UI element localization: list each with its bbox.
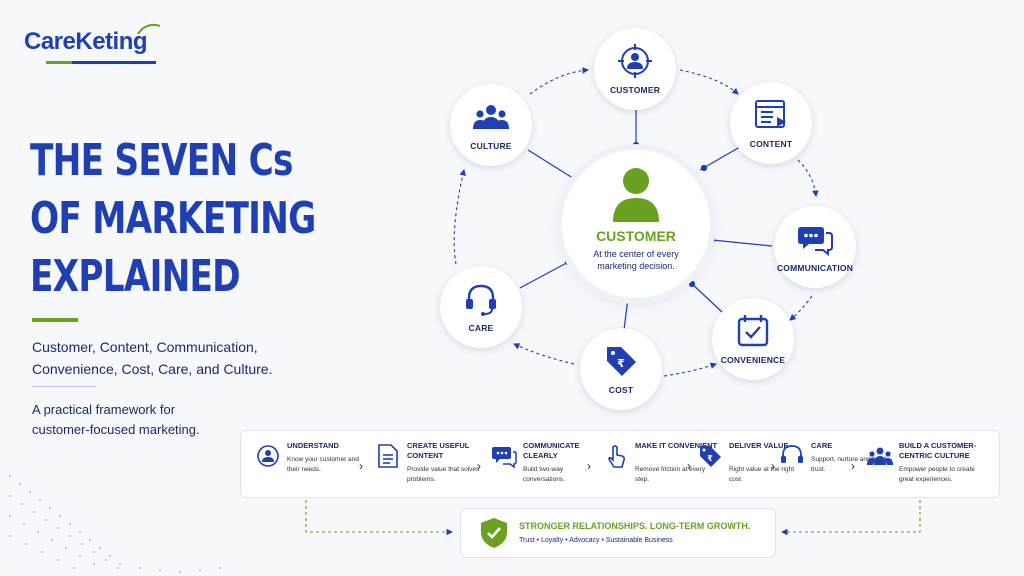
headset-icon [466, 284, 496, 316]
node-label: CONTENT [749, 139, 793, 149]
chevron-right-icon: › [587, 459, 591, 473]
person-icon [613, 168, 659, 222]
rupee-tag-icon: ₹ [700, 446, 721, 467]
svg-text:₹: ₹ [707, 454, 713, 463]
step-care: CARE Support, nurture and build trust. [779, 441, 886, 491]
step-description: Remove friction at every step. [635, 466, 706, 483]
headset-icon [781, 445, 803, 463]
node-care[interactable]: CARE [440, 266, 522, 348]
center-customer: CUSTOMER At the center of every marketin… [562, 150, 710, 298]
result-box: STRONGER RELATIONSHIPS. LONG-TERM GROWTH… [460, 508, 776, 558]
chevron-right-icon: › [477, 459, 481, 473]
accent-bar [32, 318, 78, 322]
steps-strip: UNDERSTAND Know your customer and their … [240, 430, 1000, 498]
tagline: A practical framework for customer-focus… [32, 402, 200, 437]
node-label: COMMUNICATION [776, 263, 854, 273]
result-subtitle: Trust • Loyalty • Advocacy • Sustainable… [519, 537, 673, 544]
step-description: Provide value that solves problems. [407, 466, 480, 483]
chevron-right-icon: › [687, 459, 691, 473]
node-label: CUSTOMER [609, 85, 661, 95]
step-culture: BUILD A CUSTOMER-CENTRIC CULTURE Empower… [867, 441, 995, 491]
node-customer[interactable]: CUSTOMER [594, 28, 676, 110]
chat-bubbles-icon [798, 227, 833, 257]
divider [32, 386, 96, 387]
chat-bubbles-icon [492, 447, 517, 469]
title-line: OF MARKETING [30, 193, 316, 244]
step-description: Empower people to create great experienc… [899, 466, 975, 483]
chevron-right-icon: › [771, 459, 775, 473]
svg-text:₹: ₹ [617, 357, 625, 370]
node-culture[interactable]: CULTURE [450, 84, 532, 166]
chevron-right-icon: › [851, 459, 855, 473]
brand-logo[interactable]: CareKeting [24, 24, 161, 64]
node-convenience[interactable]: CONVENIENCE [712, 298, 794, 380]
node-label: CARE [468, 323, 494, 333]
calendar-check-icon [737, 315, 769, 347]
page-title: THE SEVEN Cs OF MARKETING EXPLAINED [30, 132, 316, 306]
title-line: THE SEVEN Cs [30, 135, 293, 186]
step-title: DELIVER VALUE [729, 441, 789, 450]
swoosh-icon [137, 24, 161, 35]
node-cost[interactable]: ₹ COST [580, 328, 662, 410]
subtitle: Customer, Content, Communication, Conven… [32, 339, 273, 377]
node-content[interactable]: CONTENT [730, 82, 812, 164]
step-title: UNDERSTAND [287, 441, 339, 450]
step-title: COMMUNICATE CLEARLY [523, 441, 580, 460]
node-label: COST [608, 385, 634, 395]
step-description: Right value at the right cost. [729, 466, 795, 483]
step-title: BUILD A CUSTOMER-CENTRIC CULTURE [899, 441, 977, 460]
node-label: CONVENIENCE [720, 355, 786, 365]
step-communicate: COMMUNICATE CLEARLY Build two-way conver… [491, 441, 595, 491]
document-icon [378, 444, 398, 468]
step-description: Build two-way conversations. [523, 466, 565, 483]
node-label: CULTURE [470, 141, 512, 151]
dotted-wave-decoration [9, 475, 221, 573]
step-content: CREATE USEFUL CONTENT Provide value that… [375, 441, 485, 491]
brand-name: CareKeting [24, 28, 148, 55]
chevron-right-icon: › [359, 459, 363, 473]
step-deliver: ₹ DELIVER VALUE Right value at the right… [697, 441, 794, 491]
center-description: At the center of every marketing decisio… [593, 249, 679, 271]
target-person-icon [257, 445, 279, 467]
people-group-icon [473, 105, 509, 129]
people-group-icon [867, 447, 893, 465]
target-person-icon [618, 44, 652, 78]
step-title: CREATE USEFUL CONTENT [407, 441, 470, 460]
result-title: STRONGER RELATIONSHIPS. LONG-TERM GROWTH… [519, 521, 751, 531]
step-description: Know your customer and their needs. [287, 456, 359, 473]
shield-check-icon [481, 518, 507, 548]
pointer-hand-icon [608, 445, 626, 468]
logo-underline [46, 61, 156, 64]
title-line: EXPLAINED [30, 251, 241, 302]
step-title: MAKE IT CONVENIENT [635, 441, 718, 450]
rupee-tag-icon: ₹ [607, 347, 636, 376]
step-description: Support, nurture and build trust. [811, 456, 887, 473]
step-convenient: MAKE IT CONVENIENT Remove friction at ev… [603, 441, 717, 491]
center-title: CUSTOMER [596, 228, 676, 244]
document-video-icon [755, 100, 786, 128]
step-understand: UNDERSTAND Know your customer and their … [255, 441, 359, 491]
node-communication[interactable]: COMMUNICATION [774, 206, 856, 288]
step-title: CARE [811, 441, 833, 450]
